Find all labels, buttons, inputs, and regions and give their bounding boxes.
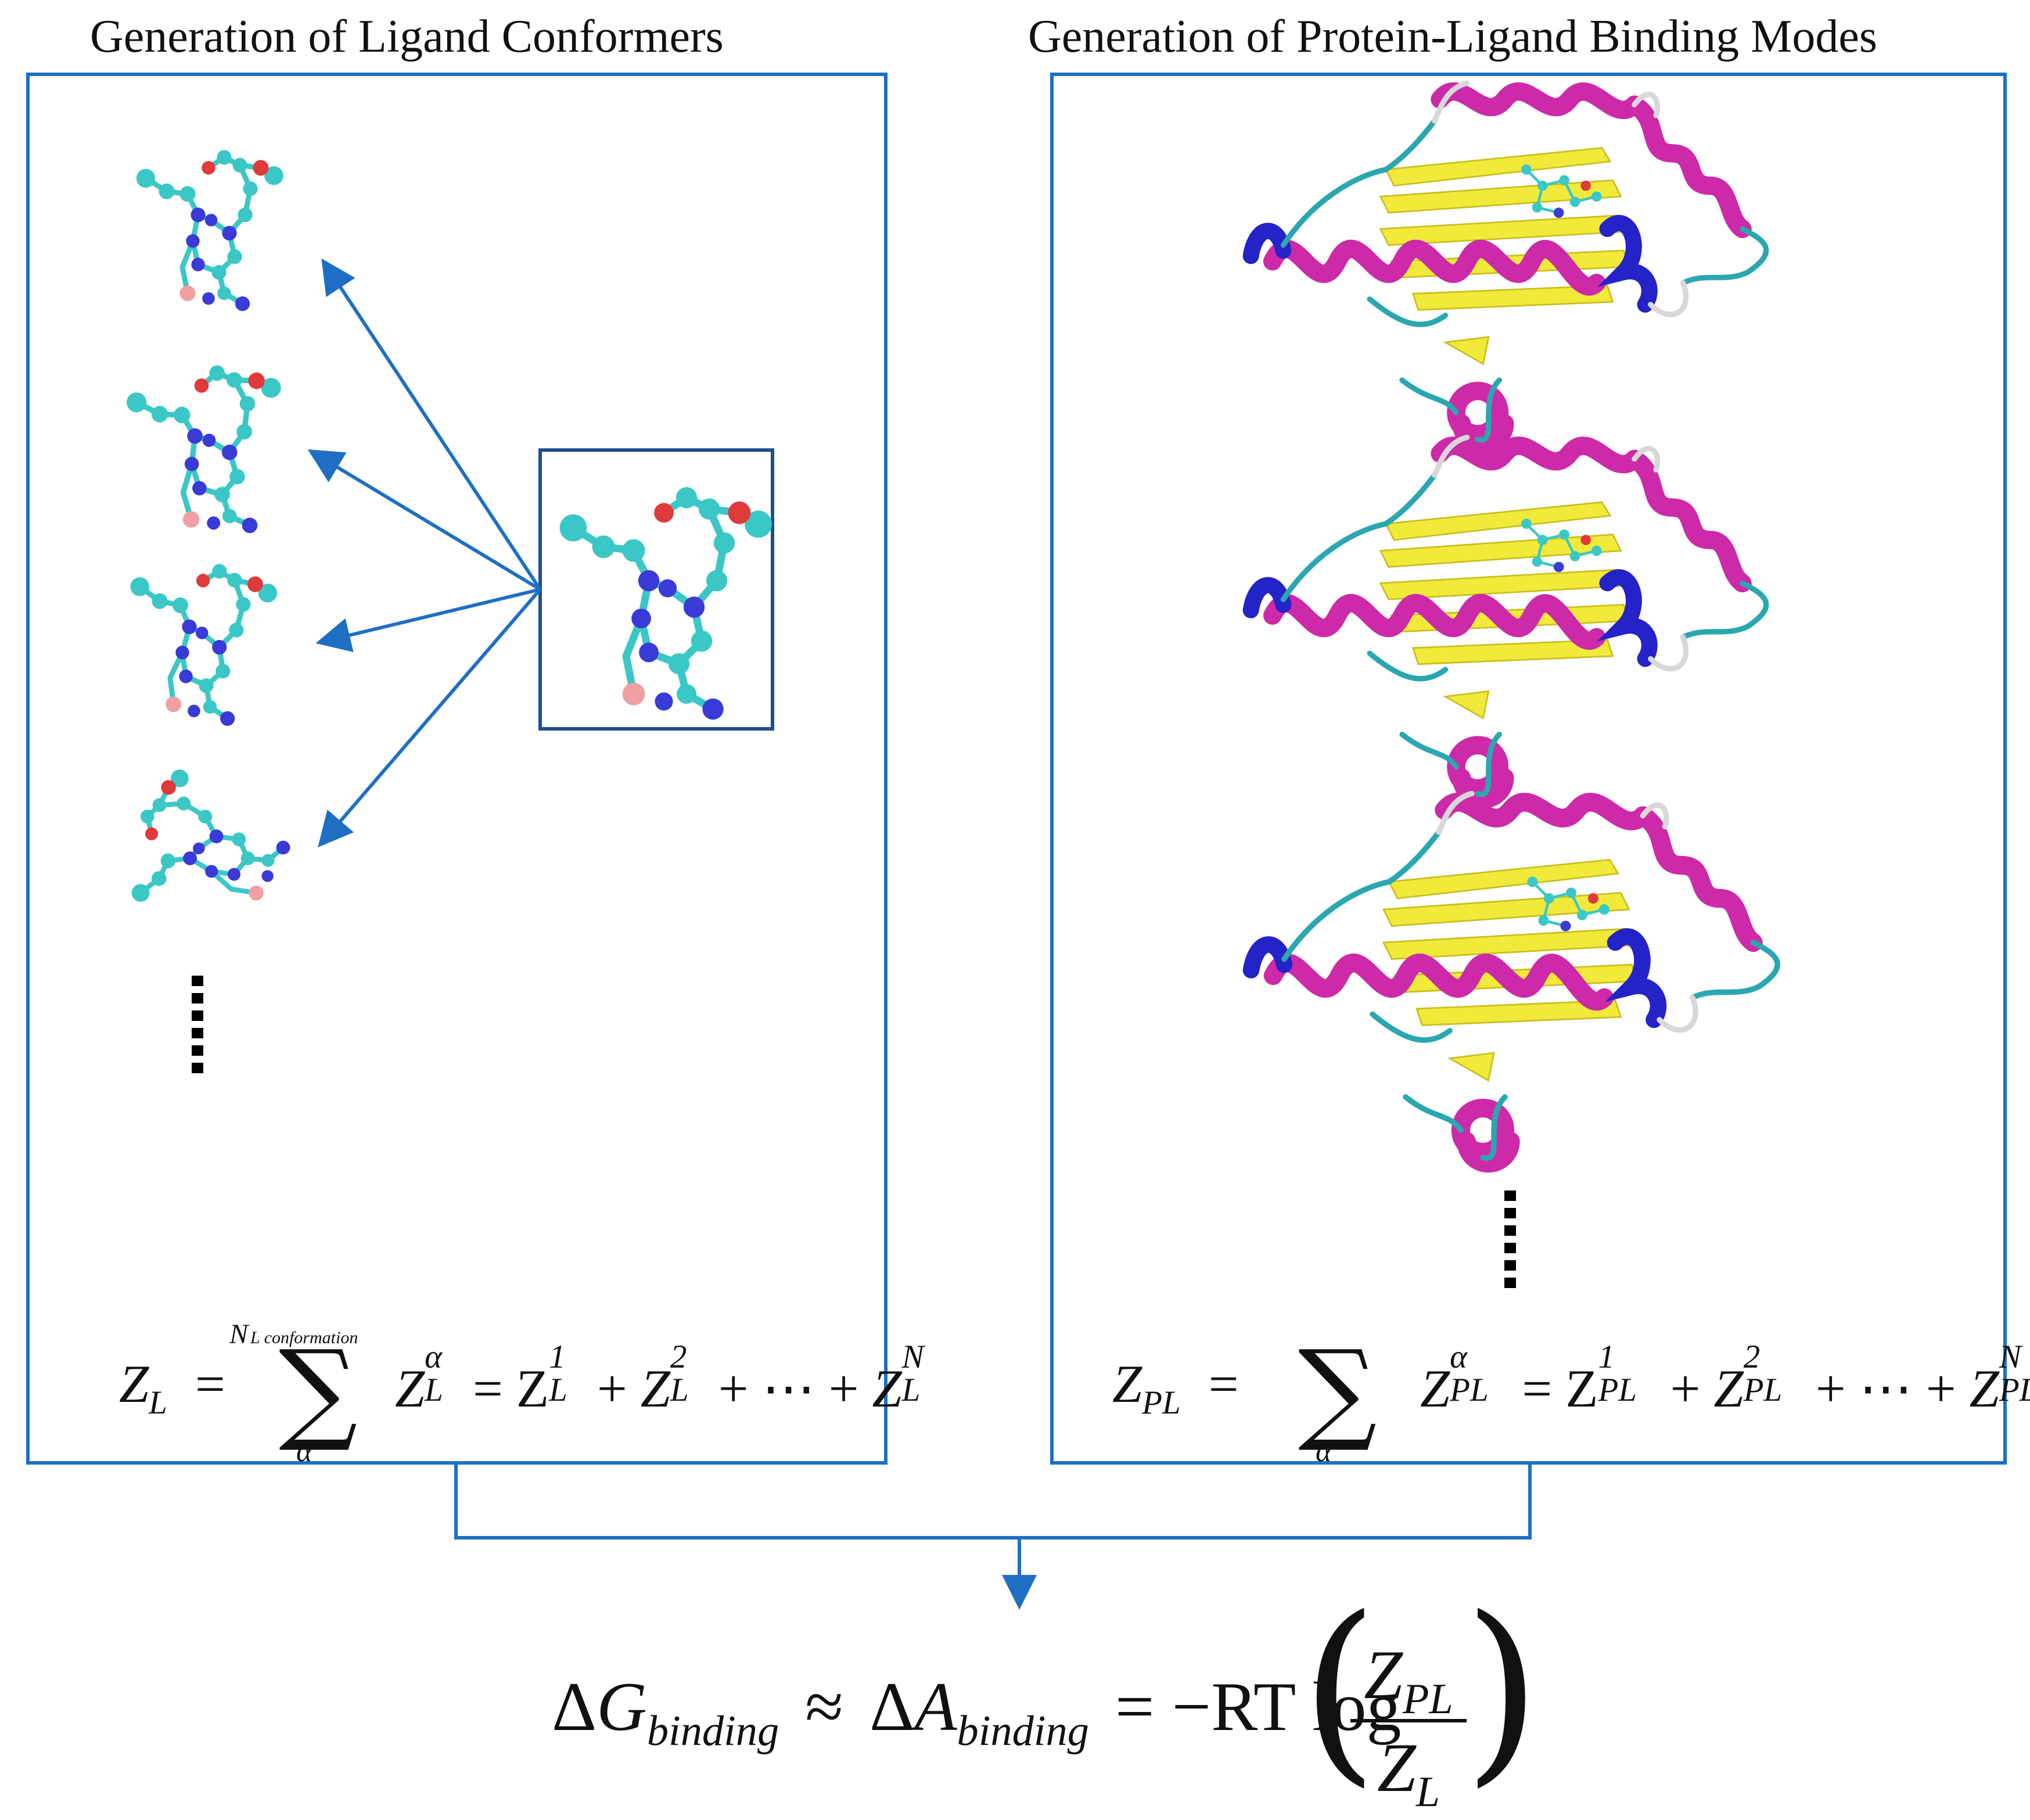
- right-term-sup: α: [1450, 1339, 1468, 1376]
- left-term-sup: α: [425, 1339, 443, 1376]
- right-panel-title: Generation of Protein-Ligand Binding Mod…: [1028, 11, 1877, 62]
- fraction-bar: [1350, 1719, 1467, 1722]
- left-t2: Z: [640, 1359, 670, 1418]
- conformer-arrows: [307, 258, 542, 848]
- frac-den: Z: [1377, 1729, 1416, 1806]
- left-tN: Z: [872, 1359, 902, 1418]
- right-t1-sup: 1: [1598, 1339, 1615, 1376]
- right-sum-lower: α: [1316, 1435, 1332, 1468]
- eq-right-lhs: Z: [1112, 1354, 1142, 1413]
- right-partition-equation: ZPL =: [1112, 1353, 1239, 1422]
- binding-free-energy-equation: ΔΔGGbinding ≈ ΔΔAAbinding = −RT log: [552, 1668, 1402, 1756]
- left-sum-symbol: ∑: [279, 1326, 358, 1455]
- right-t2-sup: 2: [1743, 1339, 1760, 1376]
- ligand-conformers-panel: [26, 73, 888, 1465]
- right-term: Z: [1420, 1359, 1450, 1418]
- left-tN-sup: N: [901, 1339, 924, 1376]
- left-t2-sup: 2: [670, 1339, 687, 1376]
- conformer-1: [136, 150, 283, 311]
- left-tN-sub: L: [901, 1372, 921, 1409]
- left-sum-lower: α: [296, 1435, 312, 1468]
- binding-mode-2: [1251, 437, 1766, 799]
- bottom-lhs-sub: binding: [646, 1707, 779, 1756]
- conformer-3: [121, 558, 279, 729]
- frac-den-sub: L: [1415, 1768, 1440, 1817]
- left-panel-title: Generation of Ligand Conformers: [90, 11, 724, 62]
- left-t2-sub: L: [670, 1372, 689, 1409]
- right-rhs: = Z: [1522, 1359, 1598, 1418]
- right-t2: Z: [1713, 1359, 1744, 1418]
- conformer-4: [113, 762, 303, 944]
- right-tN: Z: [1969, 1359, 1999, 1418]
- left-sum-upper-sub: L conformation: [250, 1328, 358, 1347]
- left-partition-equation: ZL =: [119, 1353, 225, 1422]
- left-paren: (: [1301, 1575, 1378, 1805]
- reference-ligand-box: [538, 448, 774, 731]
- bottom-mid-sub: binding: [957, 1707, 1089, 1756]
- right-term-sub: PL: [1450, 1372, 1489, 1409]
- bottom-approx: ≈: [805, 1668, 844, 1745]
- eq-right-equals: =: [1208, 1354, 1239, 1413]
- fraction-denominator: ZL: [1353, 1728, 1464, 1817]
- right-sum-symbol: ∑: [1298, 1326, 1377, 1455]
- bottom-rhs: = −RT log: [1115, 1668, 1402, 1745]
- left-term-sub: L: [425, 1372, 443, 1409]
- left-t1-sup: 1: [549, 1339, 566, 1376]
- ellipsis-left: [192, 976, 203, 1073]
- ellipsis-right: [1504, 1190, 1516, 1288]
- frac-num-sub: PL: [1402, 1675, 1453, 1724]
- left-plus: +: [597, 1359, 627, 1418]
- eq-left-lhs-sub: L: [149, 1384, 167, 1421]
- left-rhs: = Z: [472, 1359, 549, 1418]
- right-tN-sub: PL: [1999, 1372, 2030, 1409]
- conformer-2: [124, 360, 293, 543]
- eq-right-lhs-sub: PL: [1142, 1384, 1181, 1421]
- eq-left-lhs: Z: [119, 1354, 149, 1413]
- right-t2-sub: PL: [1743, 1372, 1783, 1409]
- right-tN-sup: N: [1999, 1339, 2021, 1376]
- left-t1-sub: L: [549, 1372, 567, 1409]
- binding-mode-1: [1251, 83, 1766, 445]
- eq-left-equals: =: [195, 1354, 225, 1413]
- left-term: Z: [395, 1359, 425, 1418]
- merge-connector: [454, 1465, 1532, 1610]
- fraction-numerator: ZPL: [1353, 1635, 1464, 1724]
- right-paren: ): [1464, 1575, 1541, 1805]
- frac-num: Z: [1364, 1636, 1403, 1713]
- binding-mode-3: [1251, 794, 1777, 1164]
- left-sum-upper-n: N: [229, 1319, 249, 1350]
- right-ellipsis: + ⋯ +: [1815, 1359, 1956, 1418]
- right-plus: +: [1670, 1359, 1701, 1418]
- left-ellipsis: + ⋯ +: [718, 1359, 859, 1418]
- right-t1-sub: PL: [1598, 1372, 1637, 1409]
